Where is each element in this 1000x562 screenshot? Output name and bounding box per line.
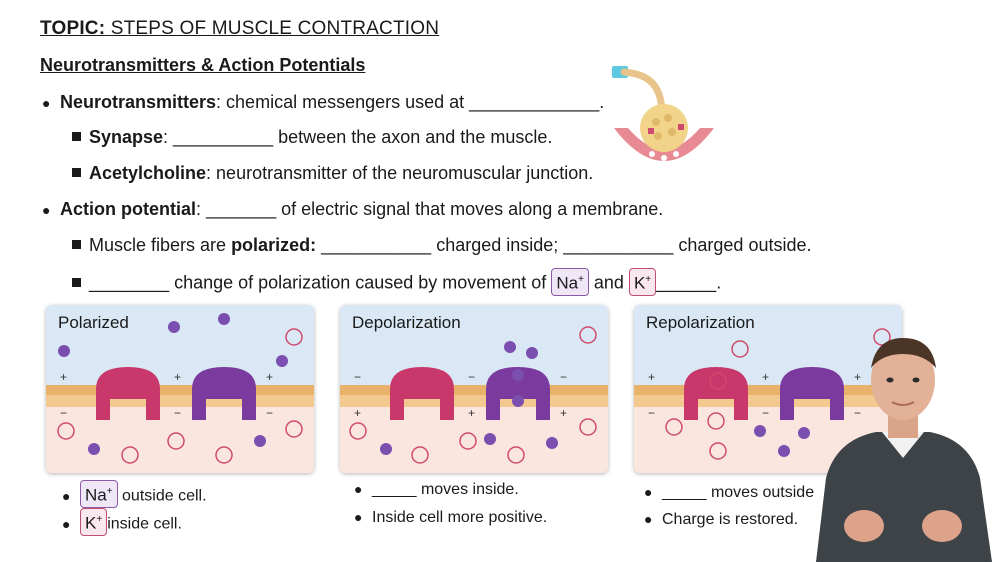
foot-polarized-k: ●K+inside cell. <box>62 508 182 536</box>
na-channel-icon <box>390 367 454 420</box>
line-polarized: Muscle fibers are polarized: ___________… <box>72 235 812 256</box>
k-sup: + <box>96 514 103 525</box>
bullet-dot: ● <box>644 484 653 500</box>
topic-title: STEPS OF MUSCLE CONTRACTION <box>110 18 440 39</box>
text-action-potential: : _______ of electric signal that moves … <box>196 199 664 219</box>
panel-polarized-bottom-sign-3: − <box>266 406 273 420</box>
k-label: K <box>633 273 646 293</box>
panel-depolarization-top-sign: − <box>354 370 361 384</box>
panel-polarized: + + + − − − Polarized <box>46 305 314 473</box>
panel-polarized-top-sign-2: + <box>174 370 181 384</box>
panel-polarized-title: Polarized <box>58 313 129 332</box>
k-ion-box: K+ <box>628 268 657 296</box>
na-label: Na <box>556 273 579 293</box>
panel-polarized-top-sign-3: + <box>266 370 273 384</box>
na-channel-icon <box>96 367 160 420</box>
bullet-square <box>72 277 81 287</box>
term-polarized: polarized: <box>231 235 317 255</box>
panel-depolarization-title: Depolarization <box>352 313 461 332</box>
panel-repolarization-title: Repolarization <box>646 313 755 332</box>
panel-polarized-bottom-sign: − <box>60 406 67 420</box>
panel-repolarization-top-sign: + <box>648 370 655 384</box>
line-neurotransmitters: ● Neurotransmitters: chemical messengers … <box>42 92 604 113</box>
bullet-dot: ● <box>62 515 71 532</box>
k-ion-box: K+ <box>80 508 108 536</box>
text-acetylcholine: : neurotransmitter of the neuromuscular … <box>206 163 594 183</box>
bullet-dot: ● <box>42 202 51 218</box>
synapse-illustration <box>612 66 714 161</box>
panel-repolarization-top-sign-3: + <box>854 370 861 384</box>
foot-depolarization-1: ● _____ moves inside. <box>354 481 519 499</box>
foot-polarized-na-text: outside cell. <box>117 487 207 505</box>
foot-repolarization-1: ● _____ moves outside <box>644 484 814 502</box>
foot-depolarization-2-text: Inside cell more positive. <box>372 509 548 526</box>
bullet-dot: ● <box>62 487 71 504</box>
foot-polarized-na: ● Na+ outside cell. <box>62 480 207 508</box>
foot-repolarization-2: ● Charge is restored. <box>644 511 798 529</box>
panel-polarized-top-sign: + <box>60 370 67 384</box>
text-neurotransmitters: : chemical messengers used at __________… <box>216 92 605 112</box>
foot-repolarization-1-text: _____ moves outside <box>662 484 815 501</box>
na-channel-icon <box>684 367 748 420</box>
topic-heading: TOPIC: STEPS OF MUSCLE CONTRACTION <box>40 18 439 40</box>
line-acetylcholine: Acetylcholine: neurotransmitter of the n… <box>72 163 593 184</box>
na-ion-box: Na+ <box>80 480 118 508</box>
panel-repolarization-bottom-sign-2: − <box>762 406 769 420</box>
k-channel-icon <box>780 367 844 420</box>
line-synapse: Synapse: __________ between the axon and… <box>72 127 552 148</box>
foot-depolarization-1-text: _____ moves inside. <box>372 481 519 498</box>
term-acetylcholine: Acetylcholine <box>89 163 207 183</box>
line-polarization-change: ________ change of polarization caused b… <box>72 268 721 296</box>
na-sup: + <box>106 486 113 497</box>
foot-depolarization-2: ● Inside cell more positive. <box>354 509 547 527</box>
na-ion-box: Na+ <box>551 268 589 296</box>
foot-repolarization-2-text: Charge is restored. <box>662 511 799 528</box>
bullet-dot: ● <box>354 509 363 525</box>
text-and: and <box>588 272 629 293</box>
text-polarized: ___________ charged inside; ___________ … <box>316 235 812 255</box>
bullet-dot: ● <box>42 95 51 111</box>
k-channel-icon <box>486 367 550 420</box>
panel-repolarization-bottom-sign: − <box>648 406 655 420</box>
panel-depolarization-bottom-sign: + <box>354 406 361 420</box>
bullet-square <box>72 132 81 141</box>
panel-polarized-bottom-sign-2: − <box>174 406 181 420</box>
panel-depolarization-bottom-sign-3: + <box>560 406 567 420</box>
panel-depolarization-top-sign-3: − <box>560 370 567 384</box>
foot-polarized-k-text: inside cell. <box>107 515 182 533</box>
section-heading: Neurotransmitters & Action Potentials <box>40 55 366 75</box>
na-label: Na <box>85 485 107 505</box>
panel-depolarization-bottom-sign-2: + <box>468 406 475 420</box>
line-action-potential: ● Action potential: _______ of electric s… <box>42 199 663 220</box>
presenter-video <box>806 328 1000 562</box>
k-sup: + <box>645 274 652 285</box>
text-change-post: ______. <box>656 272 722 293</box>
text-synapse: : __________ between the axon and the mu… <box>163 127 553 147</box>
na-sup: + <box>578 274 584 285</box>
bullet-square <box>72 240 81 249</box>
term-synapse: Synapse <box>89 127 164 147</box>
panel-depolarization: − − − + + + Depolarization <box>340 305 608 473</box>
bullet-square <box>72 168 81 177</box>
panel-repolarization-bottom-sign-3: − <box>854 406 861 420</box>
k-channel-icon <box>192 367 256 420</box>
text-change-pre: ________ change of polarization caused b… <box>89 272 552 293</box>
panel-depolarization-top-sign-2: − <box>468 370 475 384</box>
panel-repolarization-top-sign-2: + <box>762 370 769 384</box>
panel-polarized-graphic: + + + − − − <box>46 305 314 473</box>
topic-prefix: TOPIC: <box>40 18 106 39</box>
text-polarized-pre: Muscle fibers are <box>89 235 232 255</box>
bullet-dot: ● <box>354 481 363 497</box>
panel-depolarization-graphic: − − − + + + <box>340 305 608 473</box>
term-neurotransmitters: Neurotransmitters <box>60 92 217 112</box>
presenter-figure <box>816 338 992 562</box>
term-action-potential: Action potential <box>60 199 196 219</box>
bullet-dot: ● <box>644 511 653 527</box>
k-label: K <box>85 513 97 533</box>
